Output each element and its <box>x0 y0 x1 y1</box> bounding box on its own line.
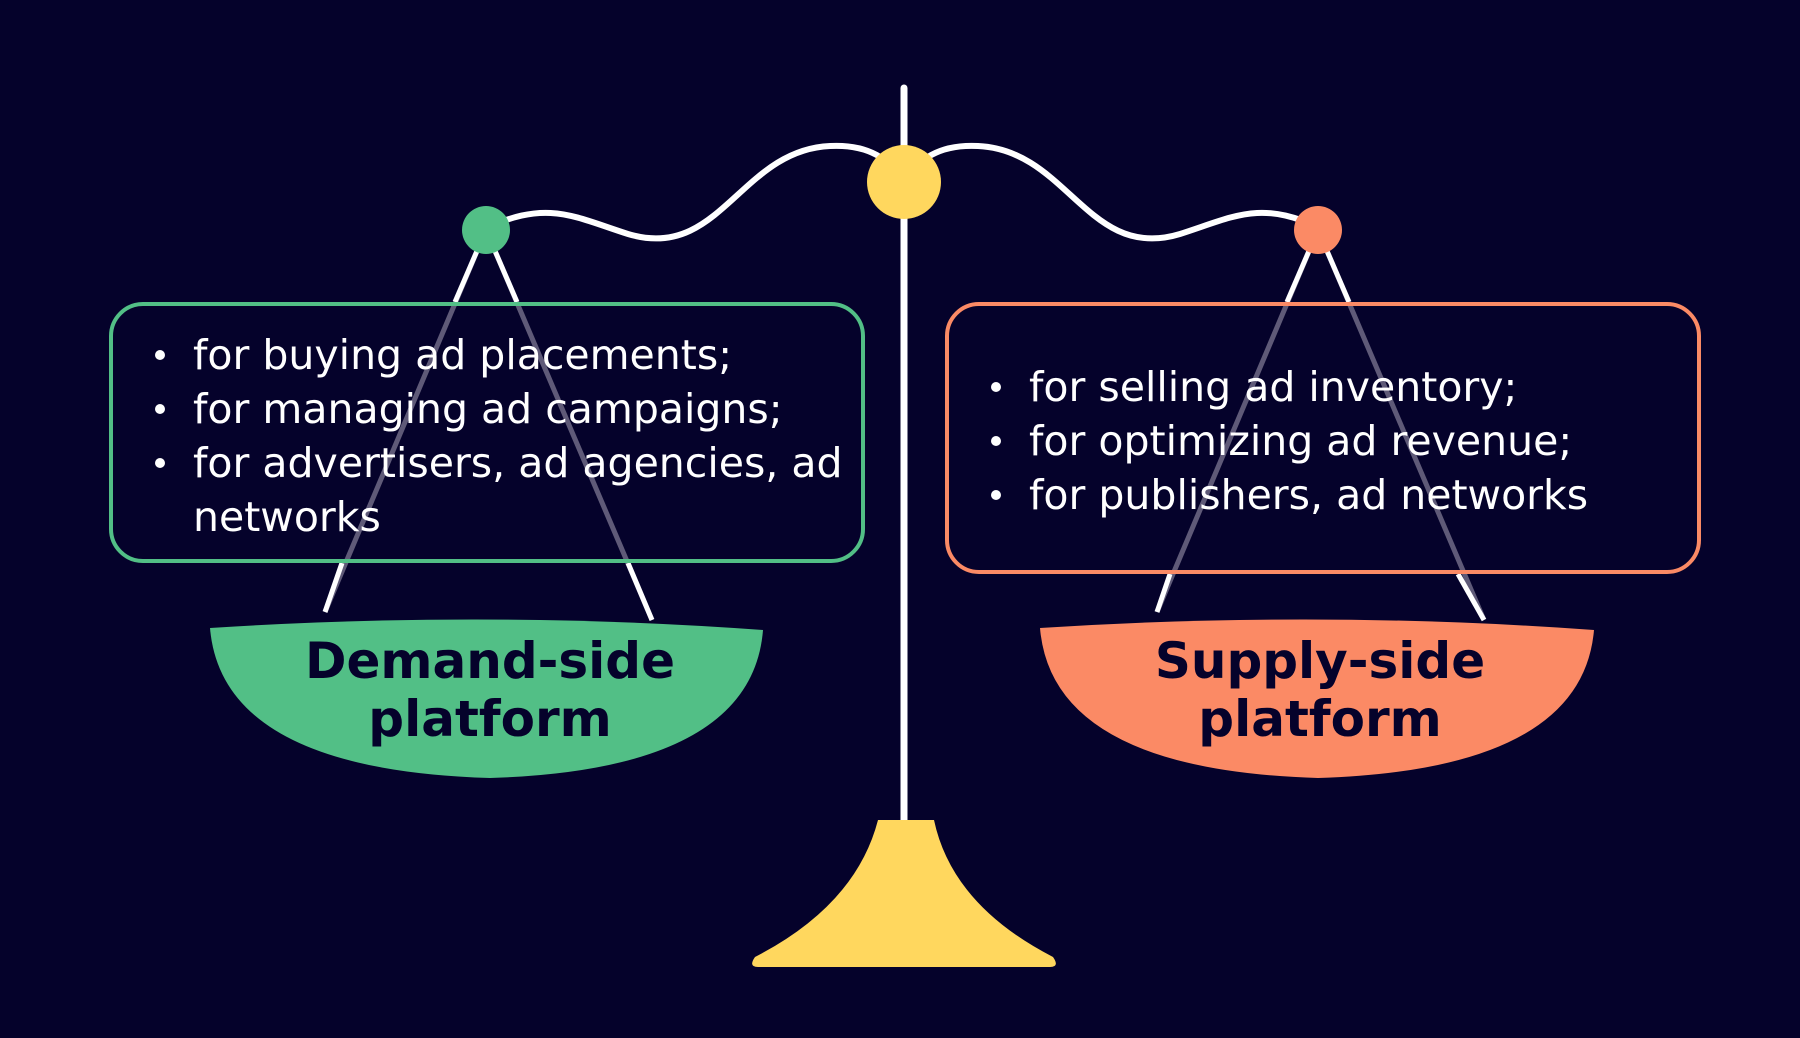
list-item: for selling ad inventory; <box>949 360 1697 414</box>
right-pan-string-bottom <box>1154 573 1173 613</box>
demand-side-title-line1: Demand-side <box>305 632 675 690</box>
right-pan-string-bottom <box>1455 572 1487 622</box>
supply-side-feature-list: for selling ad inventory; for optimizing… <box>949 306 1697 522</box>
supply-side-title: Supply-side platform <box>1090 632 1550 748</box>
pivot-knob <box>867 145 941 219</box>
supply-side-features-box: for selling ad inventory; for optimizing… <box>945 302 1701 574</box>
demand-pan <box>210 619 763 778</box>
supply-side-title-line2: platform <box>1198 690 1442 748</box>
demand-side-feature-list: for buying ad placements; for managing a… <box>113 306 861 544</box>
list-item: for optimizing ad revenue; <box>949 414 1697 468</box>
demand-side-title: Demand-side platform <box>260 632 720 748</box>
left-pan-string-bottom <box>625 562 655 621</box>
supply-knob <box>1294 206 1342 254</box>
demand-knob <box>462 206 510 254</box>
list-item: for advertisers, ad agencies, ad network… <box>113 436 861 544</box>
scale-base <box>752 820 1056 967</box>
list-item: for managing ad campaigns; <box>113 382 861 436</box>
list-item: for publishers, ad networks <box>949 468 1697 522</box>
demand-side-title-line2: platform <box>368 690 612 748</box>
supply-pan <box>1040 619 1594 778</box>
left-pan-string-bottom <box>322 562 345 613</box>
supply-side-title-line1: Supply-side <box>1154 632 1486 690</box>
list-item: for buying ad placements; <box>113 328 861 382</box>
demand-side-features-box: for buying ad placements; for managing a… <box>109 302 865 563</box>
